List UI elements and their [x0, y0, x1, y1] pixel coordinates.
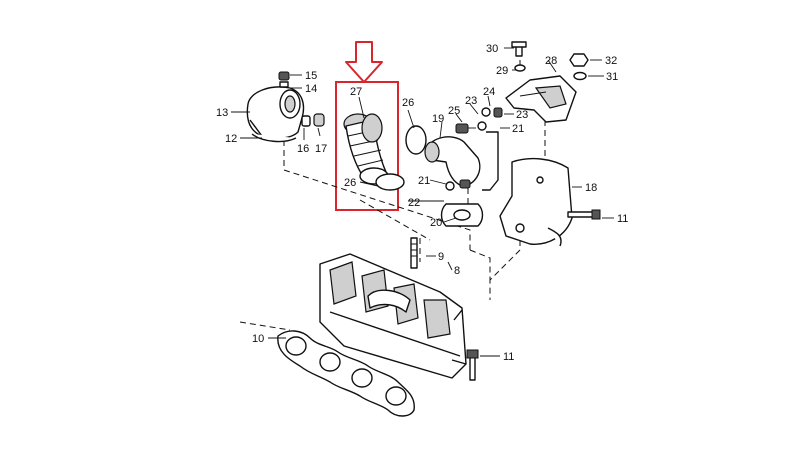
- part-stud-9: [410, 237, 418, 269]
- label-32: 32: [605, 55, 617, 67]
- part-intake-manifold: [319, 253, 467, 379]
- part-heat-shield: [499, 157, 573, 247]
- label-16: 16: [297, 143, 309, 155]
- label-17: 17: [315, 143, 327, 155]
- label-11b: 11: [503, 351, 514, 363]
- down-arrow-icon: [345, 41, 383, 83]
- label-24: 24: [483, 86, 495, 98]
- part-bracket-28: [505, 75, 577, 123]
- label-13: 13: [216, 107, 228, 119]
- label-21b: 21: [418, 175, 430, 187]
- part-bolts-21-25: [445, 107, 503, 191]
- label-26b: 26: [344, 177, 356, 189]
- part-bolt-11-upper: [567, 209, 601, 220]
- label-11a: 11: [617, 213, 628, 225]
- label-12: 12: [225, 133, 237, 145]
- label-25: 25: [448, 105, 460, 117]
- part-fasteners-29-32: [511, 41, 589, 81]
- part-cap-15: [278, 71, 290, 88]
- part-bolt-11-lower: [466, 349, 479, 381]
- part-manifold-gasket: [277, 330, 415, 417]
- part-plug-16-17: [301, 113, 325, 127]
- label-28: 28: [545, 55, 557, 67]
- label-21a: 21: [512, 123, 524, 135]
- label-9: 9: [438, 251, 444, 263]
- label-23a: 23: [465, 95, 477, 107]
- label-26a: 26: [402, 97, 414, 109]
- label-14: 14: [305, 83, 317, 95]
- label-8: 8: [454, 265, 460, 277]
- label-19: 19: [432, 113, 444, 125]
- part-gasket-12: [251, 133, 297, 143]
- part-clamps-26: [375, 125, 427, 191]
- label-30: 30: [486, 43, 498, 55]
- label-23b: 23: [516, 109, 528, 121]
- part-corrugated-hose: [343, 113, 389, 185]
- part-elbow-pipe: [424, 131, 499, 191]
- label-29: 29: [496, 65, 508, 77]
- leader-lines: [231, 47, 614, 357]
- label-22: 22: [408, 197, 420, 209]
- highlight-box: [335, 81, 399, 211]
- part-gasket-20: [440, 203, 484, 227]
- label-20: 20: [430, 217, 442, 229]
- highlight-marker: [335, 41, 399, 211]
- label-27: 27: [350, 86, 362, 98]
- label-31: 31: [606, 71, 618, 83]
- label-18: 18: [585, 182, 597, 194]
- label-10: 10: [252, 333, 264, 345]
- label-15: 15: [305, 70, 317, 82]
- part-labels: 15 14 13 12 16 17 27 26 26 19 25 23 24 2…: [216, 43, 628, 363]
- part-thermostat-housing: [246, 86, 305, 139]
